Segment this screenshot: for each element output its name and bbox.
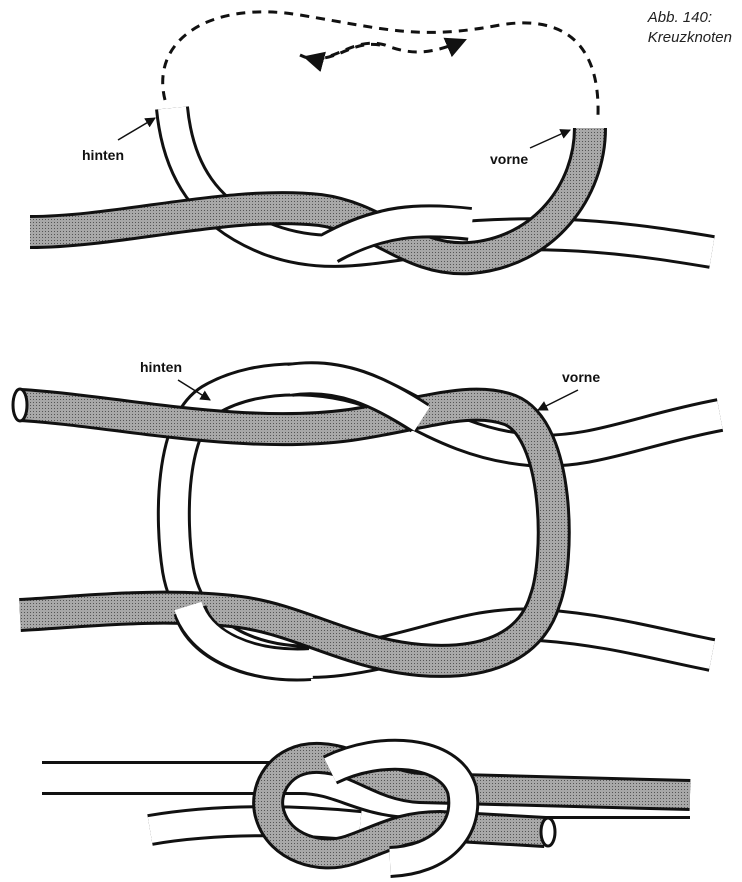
label-vorne-1: vorne <box>490 151 528 167</box>
label-hinten-1: hinten <box>82 147 124 163</box>
dashed-guide-loop <box>163 12 598 115</box>
dashed-twist-arrow-left <box>305 44 380 58</box>
step-2-loose-reef-knot: hinten vorne <box>13 359 720 664</box>
step-3-tight-reef-knot <box>42 755 690 862</box>
label-hinten-2: hinten <box>140 359 182 375</box>
arrow-hinten-1 <box>118 118 155 140</box>
arrow-vorne-2 <box>538 390 578 410</box>
arrow-vorne-1 <box>530 130 570 148</box>
label-vorne-2: vorne <box>562 369 600 385</box>
step-1-half-knot: hinten vorne <box>30 12 712 258</box>
rope-end-cap <box>13 389 27 421</box>
rope-end-cap-3 <box>541 818 555 846</box>
dashed-twist-arrow <box>300 40 465 59</box>
